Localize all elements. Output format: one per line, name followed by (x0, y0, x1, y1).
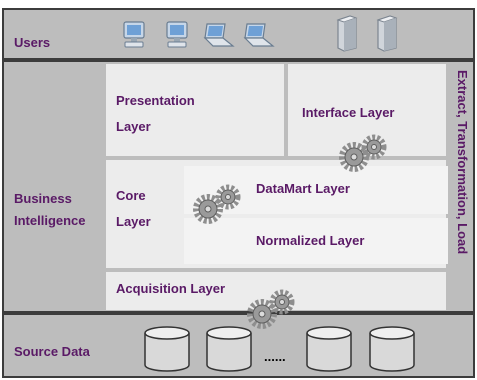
server-icon (376, 15, 398, 52)
laptop-icon (243, 23, 275, 47)
normalized-layer-label: Normalized Layer (256, 233, 365, 248)
core-layer-label: Core Layer (116, 188, 151, 229)
database-icon (206, 326, 252, 372)
users-label: Users (14, 35, 51, 50)
database-icon (144, 326, 190, 372)
database-icon (369, 326, 415, 372)
interface-layer-label: Interface Layer (302, 105, 395, 120)
source-data-label: Source Data (14, 344, 90, 359)
laptop-icon (203, 23, 235, 47)
etl-label: Extract, Transformation, Load (455, 70, 470, 255)
users-band: Users (2, 8, 475, 60)
acquisition-layer-label: Acquisition Layer (116, 281, 226, 296)
source-data-band: Source Data ...... (2, 313, 475, 378)
server-icon (336, 15, 358, 52)
interface-layer: Interface Layer (288, 64, 446, 156)
business-intelligence-band: Business Intelligence Presentation Layer… (2, 60, 475, 313)
normalized-layer: Normalized Layer (184, 218, 448, 264)
business-intelligence-label: Business Intelligence (14, 191, 86, 228)
gears-icon (339, 134, 387, 172)
gears-icon (193, 184, 241, 224)
gears-icon (247, 289, 295, 329)
workstation-icon (166, 21, 188, 48)
core-layer: Core Layer DataMart Layer Normalized Lay… (106, 160, 448, 268)
presentation-layer-label: Presentation Layer (116, 93, 195, 134)
datamart-layer-label: DataMart Layer (256, 181, 350, 196)
workstation-icon (123, 21, 145, 48)
source-ellipsis: ...... (264, 349, 286, 364)
database-icon (306, 326, 352, 372)
presentation-layer: Presentation Layer (106, 64, 284, 156)
